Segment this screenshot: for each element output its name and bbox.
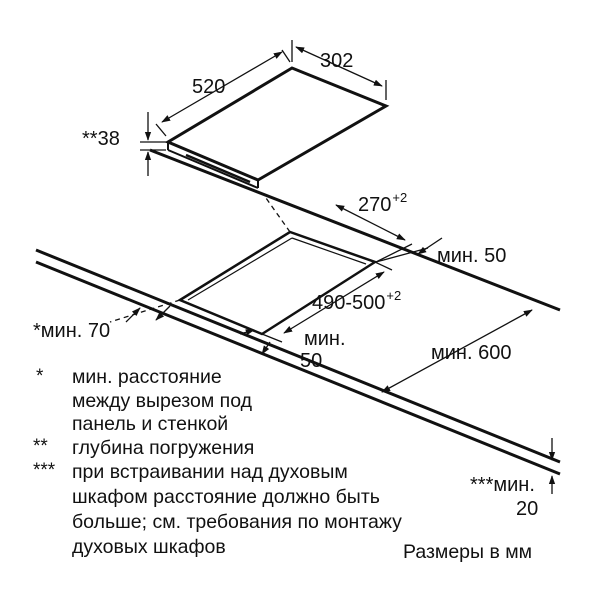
units-note: Размеры в мм (403, 541, 533, 563)
dim-490-500-value: 490-500 (312, 292, 386, 314)
note-3-line4: духовых шкафов (72, 536, 226, 558)
note-1-mark: * (36, 366, 44, 387)
dim-38: **38 (82, 128, 120, 150)
dim-520: 520 (192, 76, 226, 98)
dim-min-20-line1: ***мин. (470, 474, 535, 496)
dim-min-50-right: мин. 50 (437, 245, 507, 267)
dim-270-value: 270 (358, 194, 392, 216)
dim-490-500-tolerance: +2 (386, 288, 402, 303)
dim-min-50-front-line1: мин. (304, 328, 346, 350)
dim-302: 302 (320, 50, 354, 72)
dim-min-50-front-line2: 50 (300, 350, 323, 372)
dim-270-tolerance: +2 (392, 190, 408, 205)
note-2-line1: глубина погружения (72, 437, 255, 459)
note-3-line1: при встраивании над духовым (72, 461, 348, 483)
note-3-line3: больше; см. требования по монтажу (72, 511, 402, 533)
note-3-line2: шкафом расстояние должно быть (72, 486, 380, 508)
dim-min-600: мин. 600 (431, 342, 512, 364)
dim-270: 270+2 (358, 190, 407, 218)
dimension-lines (125, 40, 556, 494)
note-1-line2: между вырезом под (72, 390, 253, 412)
note-3-mark: *** (33, 460, 56, 481)
dim-min-20-line2: 20 (516, 498, 539, 520)
note-1-line1: мин. расстояние (72, 366, 222, 388)
note-2-mark: ** (33, 436, 48, 457)
dim-min-70: *мин. 70 (33, 320, 111, 342)
note-1-line3: панель и стенкой (72, 413, 229, 435)
dim-490-500: 490-500+2 (312, 288, 401, 316)
